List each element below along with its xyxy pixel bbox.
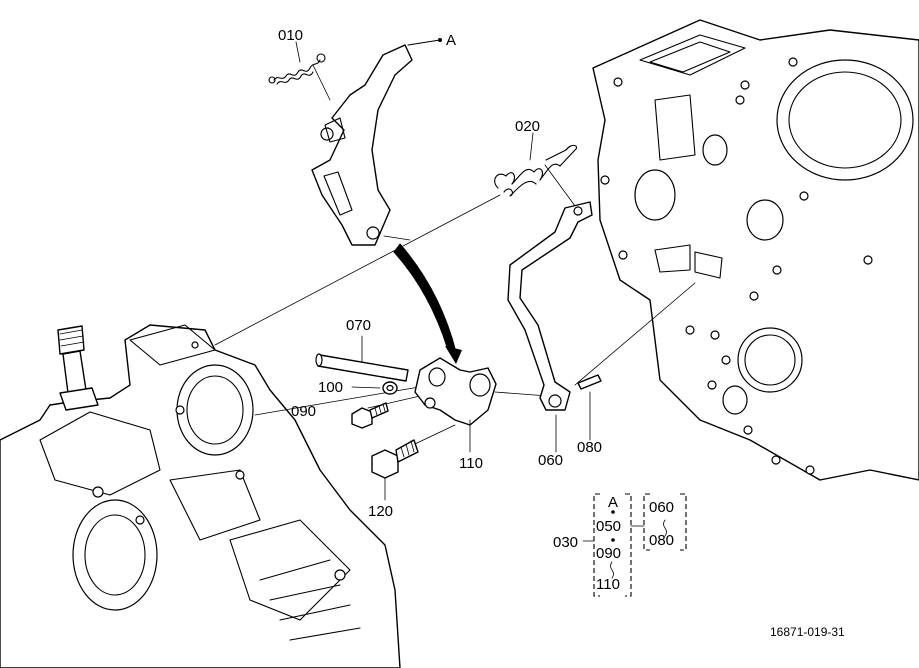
washer-100 [351,381,398,395]
callout-a-ref: A [446,32,456,49]
callout-120: 120 [368,503,393,520]
bolt-090 [351,402,389,429]
curved-arrow-head [445,346,462,364]
legend-ref-a: A [608,494,618,511]
bolt-120 [371,439,419,501]
curved-arrow [393,243,457,353]
pin-080 [577,374,602,441]
lever-060 [507,201,593,411]
legend-item-090: 090 [596,545,621,562]
bolt-holes [600,57,873,475]
figure-code: 16871-019-31 [770,625,845,639]
gear-case-plate [592,19,919,481]
gear-case-housing [0,324,401,668]
shaft-070 [315,335,409,382]
bracket-110 [414,357,497,453]
legend-item-110: 110 [596,576,620,593]
callout-080: 080 [577,439,602,456]
callout-070: 070 [346,317,371,334]
parts-legend [582,493,687,597]
fork-lever [311,38,442,246]
legend-item-060: 060 [649,499,674,516]
spring-020 [494,144,579,211]
callout-020: 020 [515,118,540,135]
legend-item-080: 080 [649,532,674,549]
legend-item-050: 050 [596,518,621,535]
callout-010: 010 [278,27,303,44]
callout-090: 090 [291,403,316,420]
callout-060: 060 [538,452,563,469]
callout-100: 100 [318,379,343,396]
leader-lines [295,41,557,453]
pipe-fitting [57,325,99,411]
spring-010 [268,53,331,101]
legend-root-030: 030 [553,534,578,551]
callout-110: 110 [459,455,483,472]
